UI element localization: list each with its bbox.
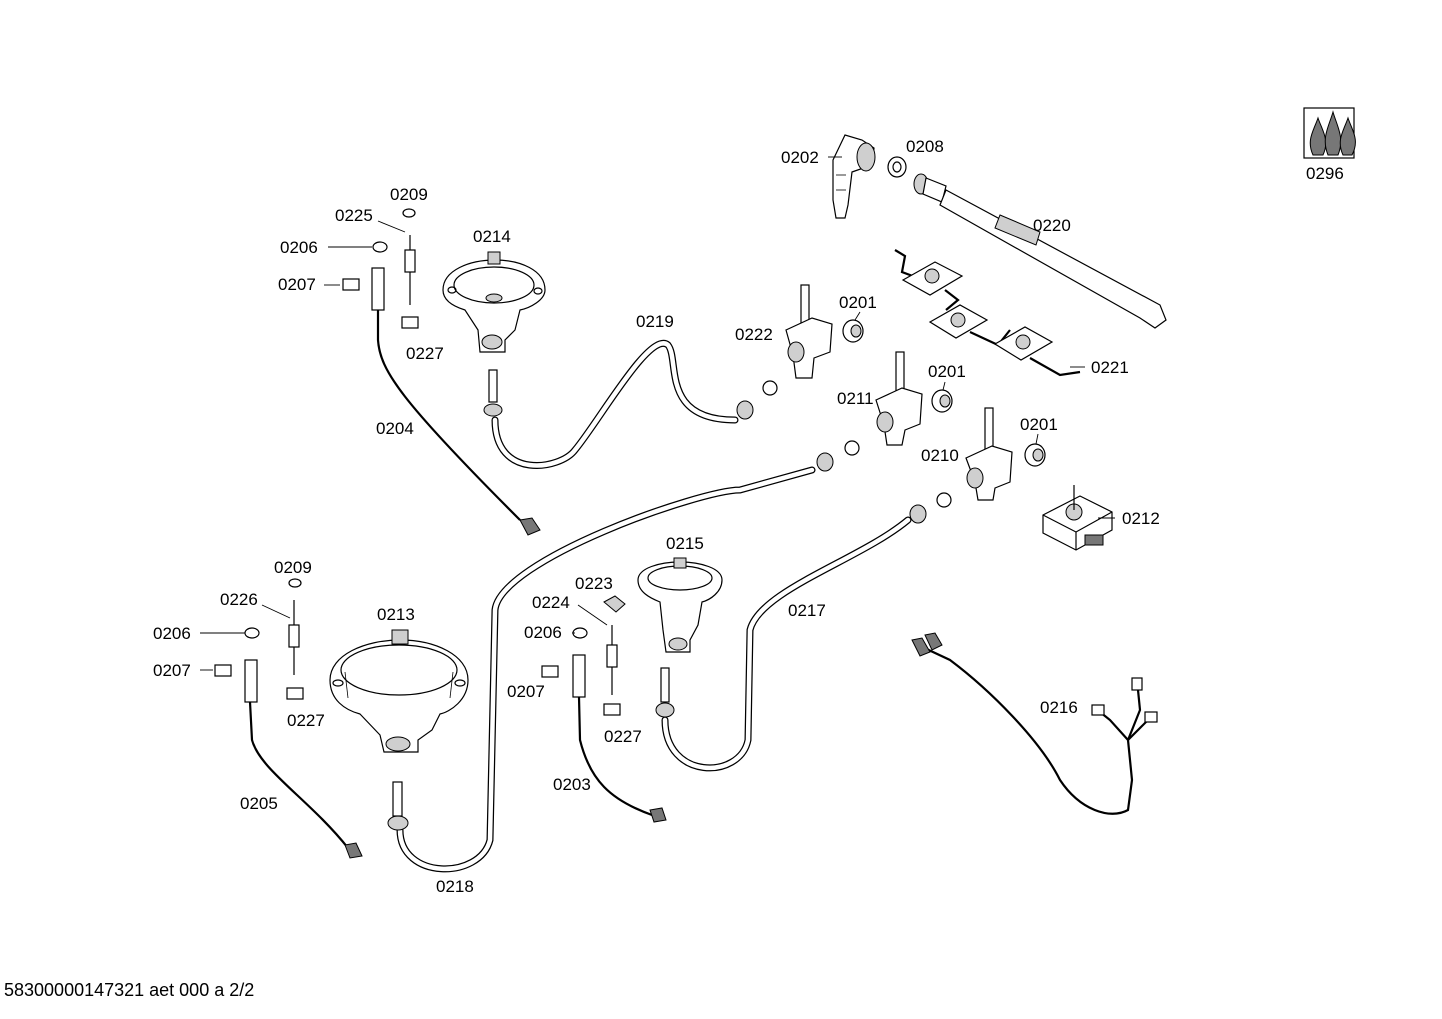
burner-base-part-0214: [442, 251, 546, 353]
burner-base-part-0215: [637, 557, 723, 653]
label-0217: 0217: [788, 601, 826, 620]
label-0206b: 0206: [153, 624, 191, 643]
label-0207b: 0207: [153, 661, 191, 680]
spacer-part-0201c: [1024, 443, 1046, 467]
ignition-lead-0204: [371, 267, 541, 536]
spacer-part-0201b: [931, 389, 953, 413]
label-0205: 0205: [240, 794, 278, 813]
label-0206a: 0206: [280, 238, 318, 257]
bracket-0223: [603, 595, 626, 613]
label-0201a: 0201: [839, 293, 877, 312]
label-0223: 0223: [575, 574, 613, 593]
burner-base-part-0213: [329, 629, 469, 753]
spacer-part-0201a: [842, 319, 864, 343]
gas-pipe-0217: [655, 492, 952, 772]
label-0219: 0219: [636, 312, 674, 331]
label-0211: 0211: [837, 389, 874, 408]
thermocouple-0225: [404, 235, 416, 305]
gas-tap-part-0222: [785, 284, 833, 379]
label-0212: 0212: [1122, 509, 1160, 528]
label-0202: 0202: [781, 148, 819, 167]
spark-module-part: [1042, 485, 1113, 551]
label-0224: 0224: [532, 593, 570, 612]
thermocouple-0226: [288, 600, 300, 675]
gas-rail-part: [913, 173, 1167, 329]
label-0207a: 0207: [278, 275, 316, 294]
flame-icon: [1303, 107, 1356, 159]
label-0214: 0214: [473, 227, 511, 246]
label-0201c: 0201: [1020, 415, 1058, 434]
seal-ring-part: [887, 156, 907, 178]
label-0210: 0210: [921, 446, 959, 465]
label-0203: 0203: [553, 775, 591, 794]
thermocouple-0224: [606, 625, 618, 695]
ignition-switch-part: [894, 249, 1081, 377]
label-0227c: 0227: [604, 727, 642, 746]
gas-tap-part-0211: [875, 351, 923, 446]
small-washers: [214, 208, 621, 716]
label-0213: 0213: [377, 605, 415, 624]
label-0225: 0225: [335, 206, 373, 225]
gas-elbow-part: [832, 134, 876, 219]
label-0215: 0215: [666, 534, 704, 553]
ignition-lead-0205: [244, 659, 363, 859]
label-0221: 0221: [1091, 358, 1129, 377]
gas-tap-part-0210: [965, 407, 1013, 501]
part-labels: 0296 0202 0208 0220 0221 0201 0222 0201 …: [153, 137, 1344, 896]
label-0220: 0220: [1033, 216, 1071, 235]
label-0204: 0204: [376, 419, 414, 438]
label-0201b: 0201: [928, 362, 966, 381]
label-0296: 0296: [1306, 164, 1344, 183]
gas-pipe-0219: [483, 339, 778, 469]
label-0222: 0222: [735, 325, 773, 344]
document-id: 58300000147321 aet 000 a 2/2: [4, 980, 255, 1000]
label-0207c: 0207: [507, 682, 545, 701]
label-0226: 0226: [220, 590, 258, 609]
label-0227a: 0227: [406, 344, 444, 363]
label-0218: 0218: [436, 877, 474, 896]
label-0227b: 0227: [287, 711, 325, 730]
wiring-harness-0216: [911, 632, 1158, 815]
label-0208: 0208: [906, 137, 944, 156]
ignition-lead-0203: [572, 654, 667, 823]
leader-lines: [200, 156, 1115, 671]
label-0209a: 0209: [390, 185, 428, 204]
label-0206c: 0206: [524, 623, 562, 642]
label-0209b: 0209: [274, 558, 312, 577]
gas-pipe-0218: [387, 440, 860, 873]
label-0216: 0216: [1040, 698, 1078, 717]
